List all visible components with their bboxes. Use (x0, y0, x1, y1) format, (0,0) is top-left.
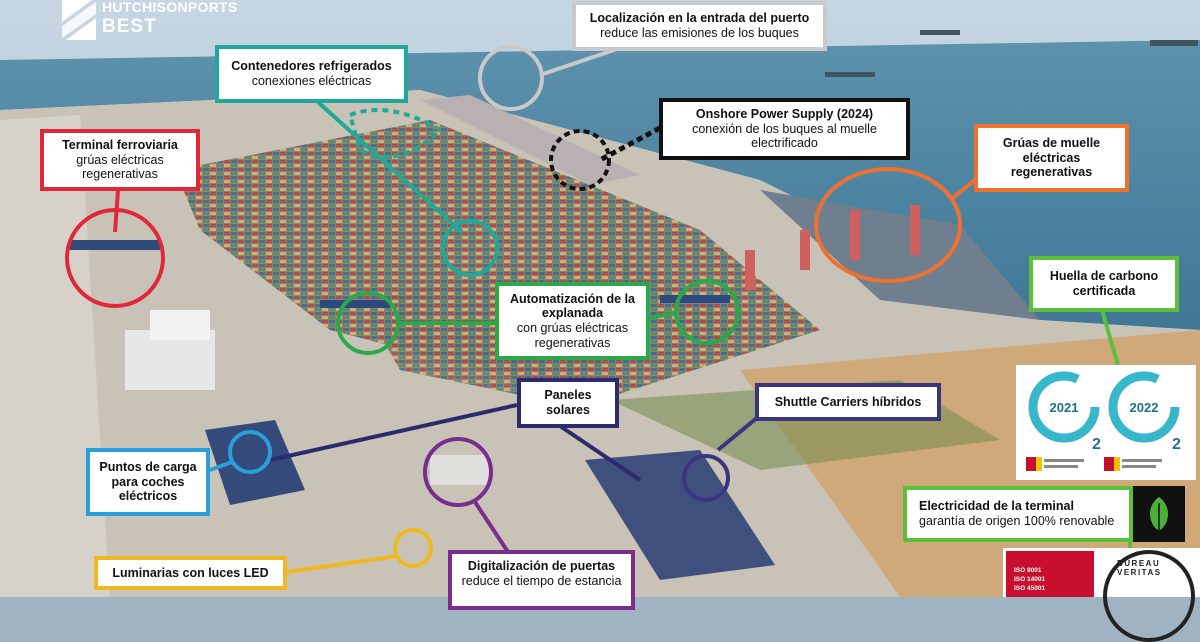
callout-contenedores: Contenedores refrigerados conexiones elé… (215, 45, 408, 103)
leaf-icon (1150, 497, 1168, 531)
certificate-seals: 2021 2022 2 2 (1026, 371, 1181, 471)
callout-puntos-line2: para coches (111, 474, 185, 489)
callout-luminarias: Luminarias con luces LED (94, 556, 287, 590)
callout-localizacion: Localización en la entrada del puerto re… (572, 1, 827, 51)
callout-automatizacion-sub2: regenerativas (534, 335, 611, 350)
callout-onshore-sub1: conexión de los buques al muelle (692, 121, 877, 136)
iso-14001: ISO 14001 (1014, 575, 1046, 583)
callout-automatizacion: Automatización de la explanada con grúas… (495, 282, 650, 360)
callout-automatizacion-sub1: con grúas eléctricas (516, 321, 629, 335)
callout-electricidad: Electricidad de la terminal garantía de … (903, 486, 1133, 542)
callout-paneles-line2: solares (546, 403, 590, 417)
callout-gruas-muelle-line1: Grúas de muelle (1002, 135, 1101, 150)
callout-digitalizacion-sub: reduce el tiempo de estancia (461, 573, 622, 588)
callout-automatizacion-line1: Automatización de la (509, 291, 636, 306)
iso-badge: ISO 9001 ISO 14001 ISO 45001 (1006, 551, 1094, 597)
bureau-veritas-certification: ISO 9001 ISO 14001 ISO 45001 BUREAU VERI… (1003, 548, 1200, 642)
bureau-veritas-seal-text: BUREAU VERITAS (1117, 559, 1162, 577)
callout-electricidad-sub: garantía de origen 100% renovable (919, 514, 1115, 528)
logo-line1: HUTCHISONPORTS (102, 0, 238, 15)
callout-paneles-line1: Paneles (544, 388, 592, 403)
iso-9001: ISO 9001 (1014, 567, 1042, 574)
callout-ferroviaria: Terminal ferroviaria grúas eléctricas re… (40, 129, 200, 191)
callout-digitalizacion: Digitalización de puertas reduce el tiem… (448, 550, 635, 610)
callout-huella-line1: Huella de carbono (1049, 269, 1159, 284)
callout-onshore-title: Onshore Power Supply (2024) (695, 106, 874, 121)
callout-contenedores-title: Contenedores refrigerados (231, 59, 392, 74)
callout-digitalizacion-title: Digitalización de puertas (467, 559, 616, 573)
logo-mark-icon (62, 0, 96, 40)
callout-gruas-muelle-line3: regenerativas (1010, 165, 1093, 180)
cert-year-2: 2022 (1130, 400, 1159, 415)
callout-puntos-line3: eléctricos (118, 489, 178, 504)
callout-huella: Huella de carbono certificada (1029, 256, 1179, 312)
callout-puntos-line1: Puntos de carga (99, 459, 197, 474)
callout-puntos: Puntos de carga para coches eléctricos (86, 448, 210, 516)
callout-huella-line2: certificada (1072, 284, 1136, 298)
cert-year-1: 2021 (1050, 400, 1079, 415)
callout-electricidad-title: Electricidad de la terminal (919, 499, 1074, 514)
callout-ferroviaria-sub1: grúas eléctricas (76, 152, 164, 167)
callout-shuttle: Shuttle Carriers híbridos (755, 383, 941, 421)
callout-gruas-muelle: Grúas de muelle eléctricas regenerativas (974, 124, 1129, 192)
callout-onshore-sub2: electrificado (751, 136, 818, 151)
callout-ferroviaria-sub2: regenerativas (82, 167, 158, 182)
hutchison-ports-logo: HUTCHISONPORTS BEST (62, 0, 238, 44)
callout-localizacion-sub: reduce las emisiones de los buques (600, 26, 799, 40)
callout-paneles: Paneles solares (517, 378, 619, 428)
iso-45001: ISO 45001 (1014, 584, 1046, 592)
callout-automatizacion-line2: explanada (541, 306, 604, 321)
callout-ferroviaria-title: Terminal ferroviaria (62, 137, 178, 152)
callout-localizacion-title: Localización en la entrada del puerto (589, 11, 810, 26)
callout-contenedores-sub: conexiones eléctricas (251, 74, 372, 88)
carbon-footprint-certificates: 2021 2022 2 2 (1016, 365, 1196, 480)
callout-gruas-muelle-line2: eléctricas (1022, 150, 1081, 165)
callout-onshore: Onshore Power Supply (2024) conexión de … (659, 98, 910, 160)
svg-text:2: 2 (1092, 436, 1101, 453)
leaf-badge (1133, 486, 1185, 542)
bureau-veritas-seal-icon: BUREAU VERITAS (1103, 550, 1195, 642)
callout-shuttle-title: Shuttle Carriers híbridos (774, 394, 922, 409)
svg-text:2: 2 (1172, 436, 1181, 453)
callout-luminarias-title: Luminarias con luces LED (112, 565, 269, 580)
logo-line2: BEST (102, 16, 157, 37)
